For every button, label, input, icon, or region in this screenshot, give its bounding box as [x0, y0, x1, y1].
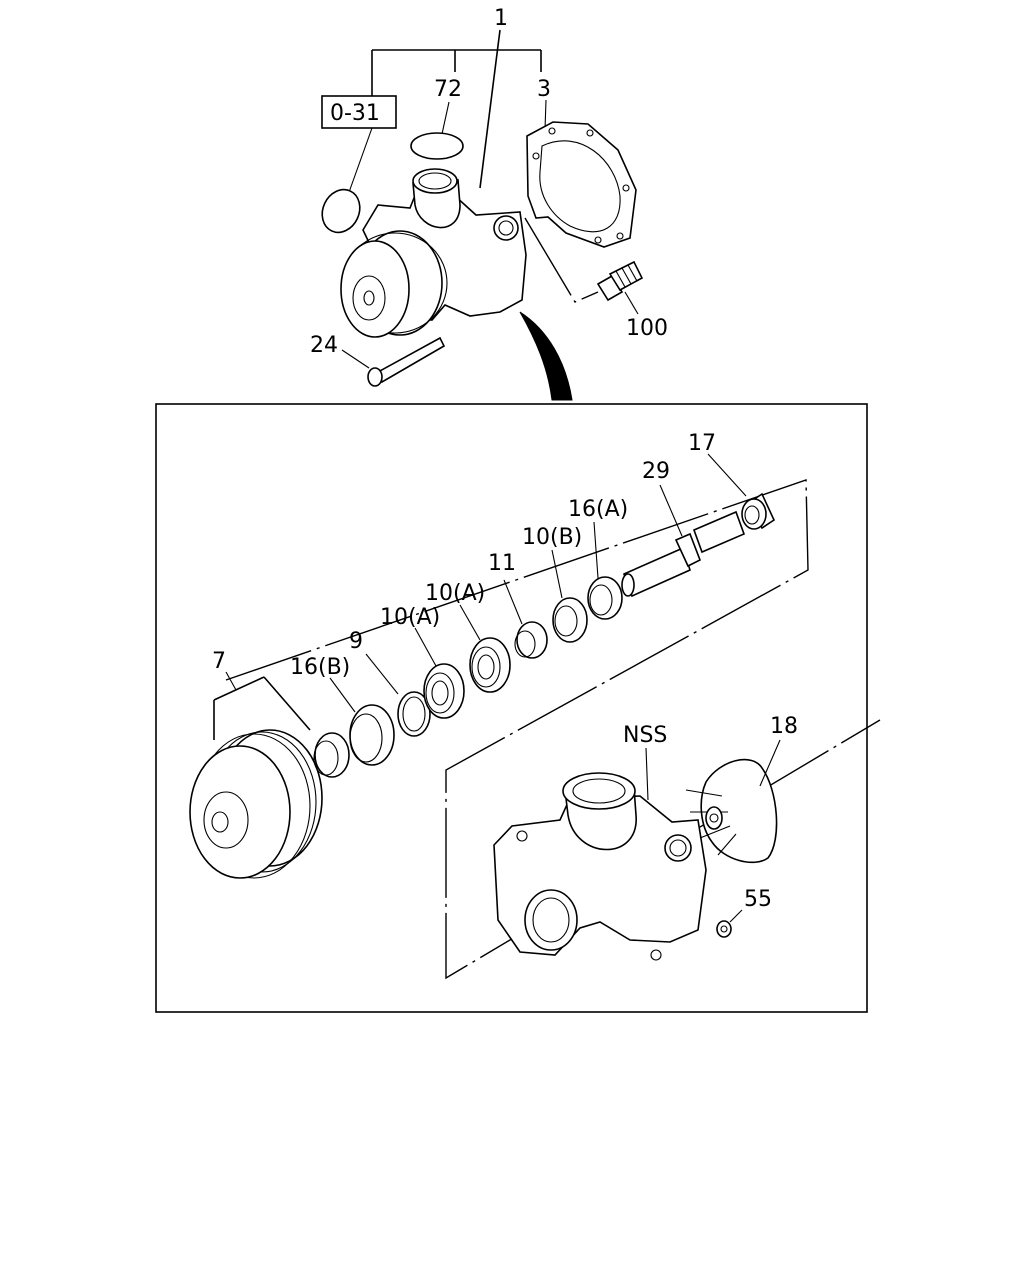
ref-box — [321, 95, 397, 129]
snap-ring-9 — [397, 691, 431, 737]
label-nss: NSS — [623, 723, 667, 748]
seal-16b — [349, 704, 395, 766]
bolt-24 — [367, 336, 446, 387]
transition-arrow — [519, 311, 573, 401]
label-17: 17 — [688, 431, 716, 456]
group-bracket-1 — [371, 49, 542, 96]
housing-nss — [493, 772, 707, 961]
callout-labels: 1 72 3 0-31 100 24 17 29 16(A) 10(B) 11 … — [212, 6, 798, 912]
bearing-10b — [552, 597, 588, 643]
leader-7 — [225, 671, 237, 691]
leader-11 — [503, 579, 523, 625]
leader-16b — [329, 677, 356, 713]
detail-box — [155, 403, 868, 1013]
o-ring-72 — [410, 132, 464, 160]
label-10a-lower: 10(A) — [380, 605, 440, 630]
guide-line-top — [524, 217, 599, 303]
leader-72 — [441, 101, 450, 135]
label-9: 9 — [349, 629, 363, 654]
gasket-3 — [526, 121, 637, 248]
leader-24 — [341, 349, 370, 369]
label-16a: 16(A) — [568, 497, 628, 522]
label-100: 100 — [626, 316, 668, 341]
leader-18 — [759, 739, 781, 787]
plug-100 — [596, 260, 644, 302]
leader-55 — [729, 909, 743, 923]
leader-29 — [659, 484, 683, 537]
shaft-29 — [621, 510, 746, 598]
label-72: 72 — [434, 77, 462, 102]
leader-10a-lower — [414, 627, 437, 667]
label-ref-box: 0-31 — [330, 101, 380, 126]
top-assembly — [321, 29, 644, 401]
label-7: 7 — [212, 649, 226, 674]
pump-assembly — [340, 168, 527, 338]
o-ring-0-31 — [321, 188, 361, 234]
label-10b: 10(B) — [522, 525, 582, 550]
impeller-18 — [685, 758, 778, 864]
label-16b: 16(B) — [290, 655, 350, 680]
label-11: 11 — [488, 551, 516, 576]
label-24: 24 — [310, 333, 338, 358]
leader-0-31 — [347, 127, 373, 196]
leader-10a-upper — [459, 604, 481, 641]
bearing-10a-lower — [423, 663, 465, 719]
pulley-7 — [189, 729, 323, 879]
leader-17 — [707, 453, 747, 497]
leader-3 — [544, 99, 547, 131]
leader-nss — [645, 747, 649, 801]
label-18: 18 — [770, 714, 798, 739]
leader-10b — [551, 549, 563, 599]
label-3: 3 — [537, 77, 551, 102]
leader-16a — [593, 521, 599, 579]
leader-1 — [479, 29, 501, 189]
seal-16b-small — [313, 732, 350, 778]
label-29: 29 — [642, 459, 670, 484]
seal-17 — [741, 492, 776, 530]
leader-9 — [365, 653, 399, 695]
label-10a-upper: 10(A) — [425, 581, 485, 606]
spacer-11 — [514, 621, 548, 659]
leader-100 — [624, 291, 639, 315]
group-bracket-7 — [213, 676, 311, 740]
label-1: 1 — [494, 6, 508, 31]
plug-55 — [716, 920, 732, 938]
detail-assembly — [189, 453, 881, 980]
label-55: 55 — [744, 887, 772, 912]
seal-16a — [587, 576, 623, 620]
bearing-10a-upper — [469, 637, 511, 693]
